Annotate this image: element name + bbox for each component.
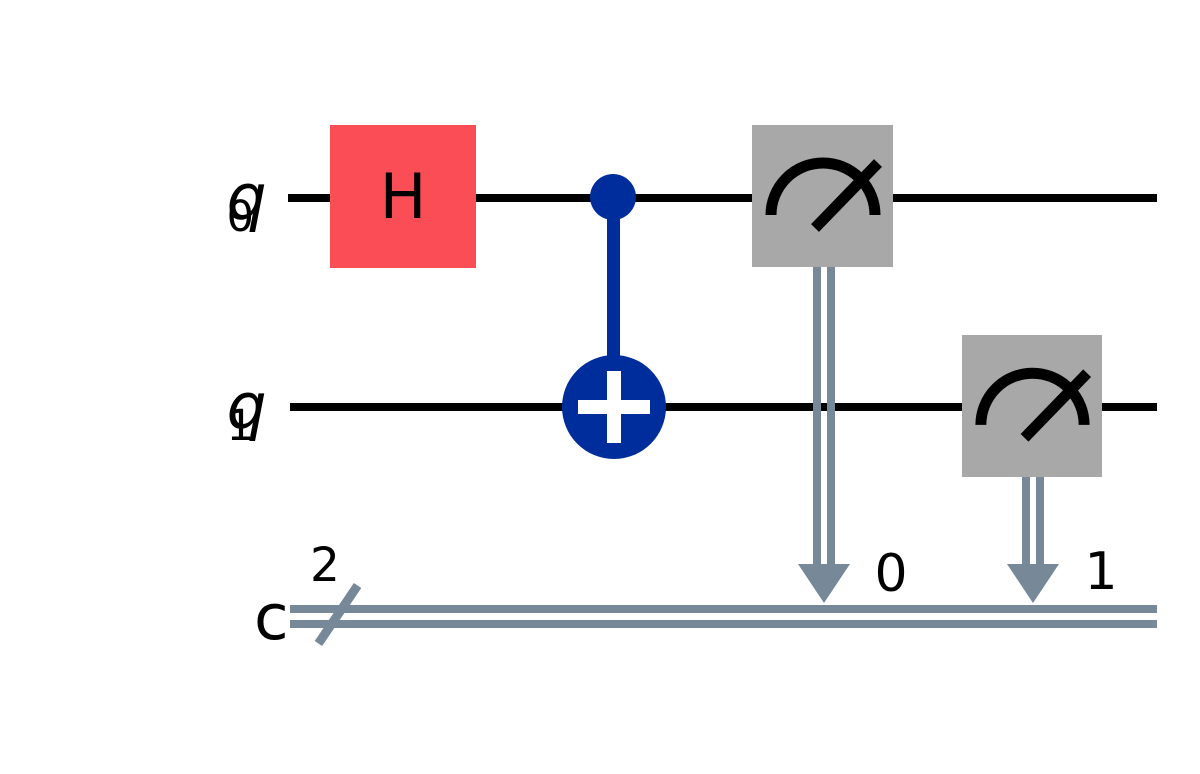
measure-q0-classical-line-left (813, 267, 821, 570)
cx-target-plus-vertical-bar (607, 371, 621, 443)
measure-gate-q1 (962, 335, 1102, 477)
measure-meter-icon (975, 367, 1092, 442)
qubit-wire-q0 (288, 194, 1157, 202)
measure-q0-arrowhead-icon (798, 564, 850, 603)
measure-q1-classical-line-left (1022, 477, 1030, 570)
cx-control-dot (590, 174, 636, 220)
qubit-label-q1-index: 1 (226, 401, 254, 451)
classical-wire-top-line (290, 605, 1157, 613)
measure-target-clbit-1: 1 (1084, 542, 1118, 602)
measure-gate-q0 (752, 125, 893, 267)
cx-target-circle (562, 355, 666, 459)
qubit-wire-q1 (290, 403, 1157, 411)
measure-q1-classical-line-right (1036, 477, 1044, 570)
h-gate-label: H (379, 160, 427, 233)
measure-q1-arrowhead-icon (1007, 564, 1059, 603)
classical-register-label: c (130, 577, 289, 659)
qubit-label-q1-name: q (226, 370, 267, 443)
qubit-label-q0-index: 0 (226, 192, 254, 242)
qubit-label-q0-name: q (226, 161, 267, 234)
classical-bus-size: 2 (310, 538, 340, 593)
measure-q0-classical-line-right (827, 267, 835, 570)
classical-wire-bottom-line (290, 620, 1157, 628)
h-gate: H (330, 125, 476, 268)
measure-meter-icon (765, 157, 882, 232)
measure-target-clbit-0: 0 (874, 544, 908, 604)
classical-register-name: c (254, 581, 289, 654)
